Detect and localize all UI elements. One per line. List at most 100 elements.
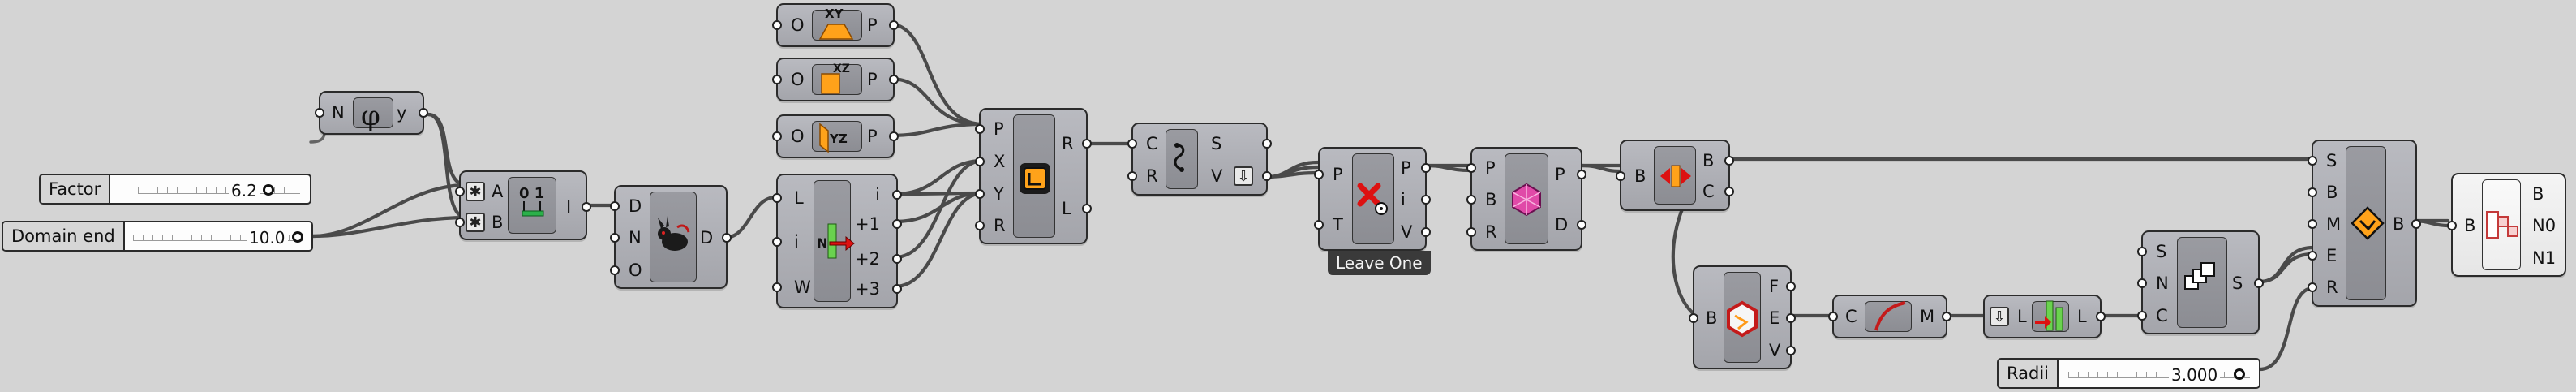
input-port[interactable] (2308, 251, 2317, 261)
input-port[interactable] (772, 20, 782, 30)
output-port[interactable] (2411, 219, 2421, 229)
input-port[interactable] (1314, 170, 1324, 179)
populate-component[interactable]: D N O D (610, 185, 732, 289)
shift-list-component[interactable]: L i W i +1 +2 +3 N (772, 174, 902, 308)
input-port[interactable] (455, 187, 465, 196)
output-port[interactable] (892, 254, 902, 264)
input-port[interactable] (772, 193, 782, 203)
output-label-plus3: +3 (855, 279, 880, 299)
input-port[interactable] (975, 124, 985, 134)
input-port[interactable] (2137, 311, 2147, 321)
input-port[interactable] (975, 189, 985, 199)
input-port[interactable] (2308, 187, 2317, 197)
golden-ratio-component[interactable]: N y φ (315, 91, 428, 135)
wire (2257, 252, 2316, 284)
input-port[interactable] (1466, 227, 1476, 237)
input-port[interactable] (772, 282, 782, 292)
slider-track[interactable] (138, 187, 300, 194)
input-port[interactable] (1466, 195, 1476, 205)
input-port[interactable] (2137, 247, 2147, 256)
list-item-component[interactable]: ⇩ L L (1983, 295, 2106, 338)
input-port[interactable] (772, 75, 782, 84)
deconstruct-brep-component[interactable]: B F E V (1689, 265, 1796, 369)
radii-slider[interactable]: Radii 3.000 (1997, 358, 2260, 389)
input-port[interactable] (772, 131, 782, 141)
yz-plane-component[interactable]: O P YZ (772, 114, 899, 158)
input-port[interactable] (1616, 171, 1625, 181)
populate-rabbit-icon (653, 216, 693, 256)
input-port[interactable] (315, 108, 324, 118)
output-port[interactable] (2096, 312, 2106, 321)
input-port[interactable] (1127, 171, 1137, 181)
output-port[interactable] (1724, 187, 1734, 196)
output-label-plus1: +1 (855, 214, 880, 234)
output-port[interactable] (892, 284, 902, 294)
explode-component[interactable]: C R S V ⇩ (1127, 123, 1272, 196)
output-port[interactable] (889, 20, 899, 30)
output-port[interactable] (1786, 282, 1796, 291)
input-port[interactable] (2308, 282, 2317, 292)
curve-middle-component[interactable]: C M (1828, 295, 1951, 338)
output-port[interactable] (1942, 312, 1951, 321)
output-port[interactable] (582, 202, 591, 212)
deconstruct-brep-icon (1655, 156, 1696, 196)
output-port[interactable] (1786, 346, 1796, 355)
input-label-r: R (2326, 278, 2338, 297)
split-tree-component[interactable]: B B N0 N1 (2447, 173, 2566, 277)
slider-knob[interactable] (292, 231, 303, 243)
input-port[interactable] (610, 201, 620, 211)
xy-plane-component[interactable]: O P XY (772, 3, 899, 47)
output-port[interactable] (1421, 195, 1431, 205)
input-port[interactable] (455, 218, 465, 227)
output-port[interactable] (1421, 163, 1431, 173)
output-port[interactable] (419, 108, 428, 118)
output-port[interactable] (1082, 204, 1092, 213)
input-port[interactable] (975, 221, 985, 230)
output-port[interactable] (1262, 171, 1272, 181)
slider-knob[interactable] (263, 184, 274, 196)
slider-knob[interactable] (2234, 368, 2245, 380)
fillet-edge-component[interactable]: S B M E R B (2308, 140, 2421, 307)
input-port[interactable] (772, 237, 782, 247)
input-port[interactable] (610, 233, 620, 243)
output-port[interactable] (1262, 139, 1272, 149)
output-port[interactable] (892, 190, 902, 200)
slider-track[interactable] (2068, 372, 2250, 378)
sort-component[interactable]: S N C S (2137, 230, 2264, 334)
output-port[interactable] (1082, 139, 1092, 149)
range-component[interactable]: ✱ ✱ A B I 0 1 (455, 170, 591, 240)
input-port[interactable] (1127, 139, 1137, 149)
output-port[interactable] (1577, 220, 1586, 230)
input-port[interactable] (975, 157, 985, 166)
cull-points-component[interactable]: P T P i V (1314, 147, 1431, 251)
input-port[interactable] (2447, 221, 2457, 230)
flatten-down-arrow-icon[interactable]: ⇩ (1990, 307, 2009, 326)
gem-component[interactable]: P B R P D (1466, 147, 1586, 251)
factor-slider[interactable]: Factor 6.2 (39, 174, 311, 205)
split-tree-icon (2482, 205, 2522, 246)
domain-end-slider[interactable]: Domain end 10.0 (2, 221, 313, 252)
rectangle-component[interactable]: P X Y R R L (975, 108, 1092, 244)
slider-track[interactable] (133, 235, 303, 241)
flatten-down-arrow-icon[interactable]: ⇩ (1234, 166, 1253, 186)
brep-edges-component[interactable]: B B C (1616, 140, 1734, 211)
input-port[interactable] (610, 265, 620, 275)
output-port[interactable] (889, 75, 899, 84)
input-port[interactable] (1828, 312, 1838, 321)
output-port[interactable] (892, 219, 902, 229)
output-port[interactable] (889, 131, 899, 141)
output-port[interactable] (2254, 278, 2264, 288)
input-port[interactable] (2308, 156, 2317, 166)
input-port[interactable] (1689, 313, 1698, 323)
input-port[interactable] (1314, 220, 1324, 230)
output-port[interactable] (722, 233, 732, 243)
output-port[interactable] (1786, 313, 1796, 323)
output-port[interactable] (1577, 170, 1586, 179)
output-port[interactable] (1724, 156, 1734, 166)
output-label-n0: N0 (2532, 216, 2557, 235)
input-port[interactable] (1466, 163, 1476, 173)
output-port[interactable] (1421, 227, 1431, 237)
input-port[interactable] (2308, 219, 2317, 229)
xz-plane-component[interactable]: O P XZ (772, 58, 899, 101)
input-port[interactable] (2137, 278, 2147, 288)
